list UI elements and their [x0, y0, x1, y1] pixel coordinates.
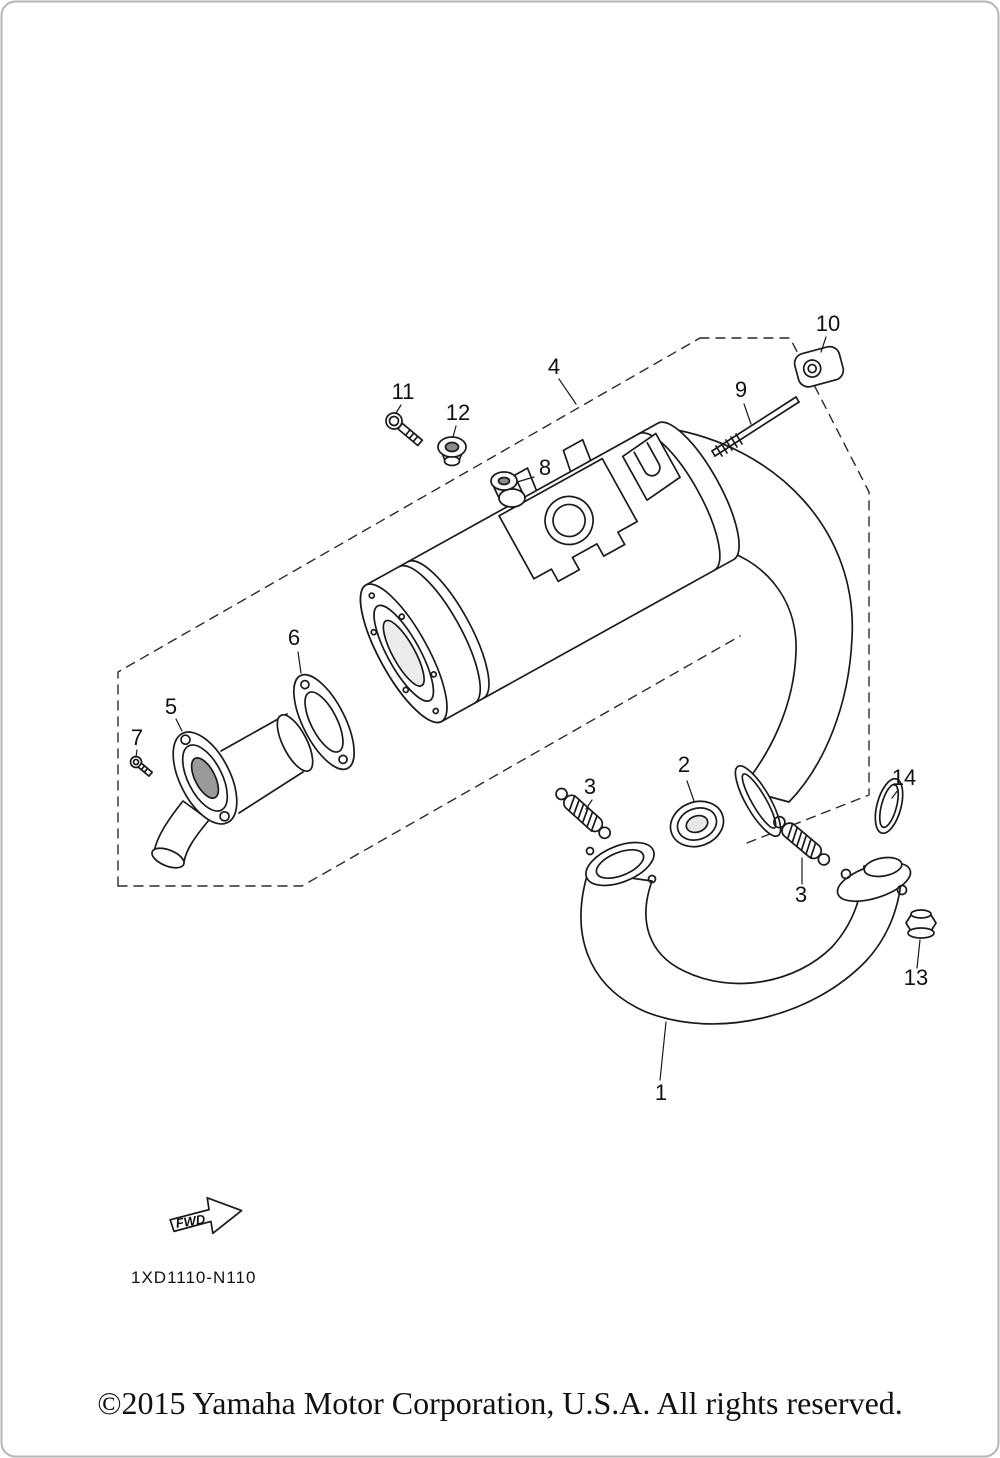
callout-label-10: 10 [816, 311, 840, 336]
spring-front [555, 787, 611, 840]
callout-label-7: 7 [131, 725, 143, 750]
callout-label-11: 11 [392, 379, 415, 404]
part-code-text: 1XD1110-N110 [131, 1268, 256, 1287]
spring-rear [773, 815, 831, 866]
gasket-ring [669, 800, 725, 848]
flange-bolt [385, 412, 424, 447]
callout-label-9: 9 [735, 377, 747, 402]
callout-label-3-rear: 3 [795, 882, 807, 907]
collar-bushing [490, 471, 526, 508]
damper-cap [793, 345, 845, 388]
fwd-arrow: FWD [169, 1196, 243, 1235]
tailpipe [151, 713, 314, 869]
callout-label-6: 6 [288, 625, 300, 650]
flange-nut [905, 909, 937, 939]
callout-label-4: 4 [548, 354, 560, 379]
callout-label-12: 12 [446, 400, 470, 425]
assembly-outline-dashed [117, 337, 870, 887]
screw [129, 755, 154, 777]
fwd-label: FWD [175, 1211, 207, 1231]
callout-label-5: 5 [165, 694, 177, 719]
washer-collar [437, 436, 467, 467]
muffler [359, 421, 740, 724]
muffler-stay-bracket [621, 432, 681, 501]
callout-label-1: 1 [655, 1080, 667, 1105]
leader-lines [135, 336, 921, 1081]
gasket-plate [293, 673, 355, 771]
callout-label-2: 2 [678, 752, 690, 777]
callout-label-13: 13 [904, 965, 928, 990]
pipe-clamp [585, 841, 655, 887]
exhaust-pipe [580, 841, 912, 1025]
copyright-text: ©2015 Yamaha Motor Corporation, U.S.A. A… [97, 1385, 903, 1421]
inlet-bell-mouth [734, 764, 782, 838]
callout-label-14: 14 [892, 765, 916, 790]
pipe-tip [863, 856, 903, 878]
callout-label-3-front: 3 [584, 774, 596, 799]
callout-label-8: 8 [539, 455, 551, 480]
stud-bolt [711, 396, 800, 457]
